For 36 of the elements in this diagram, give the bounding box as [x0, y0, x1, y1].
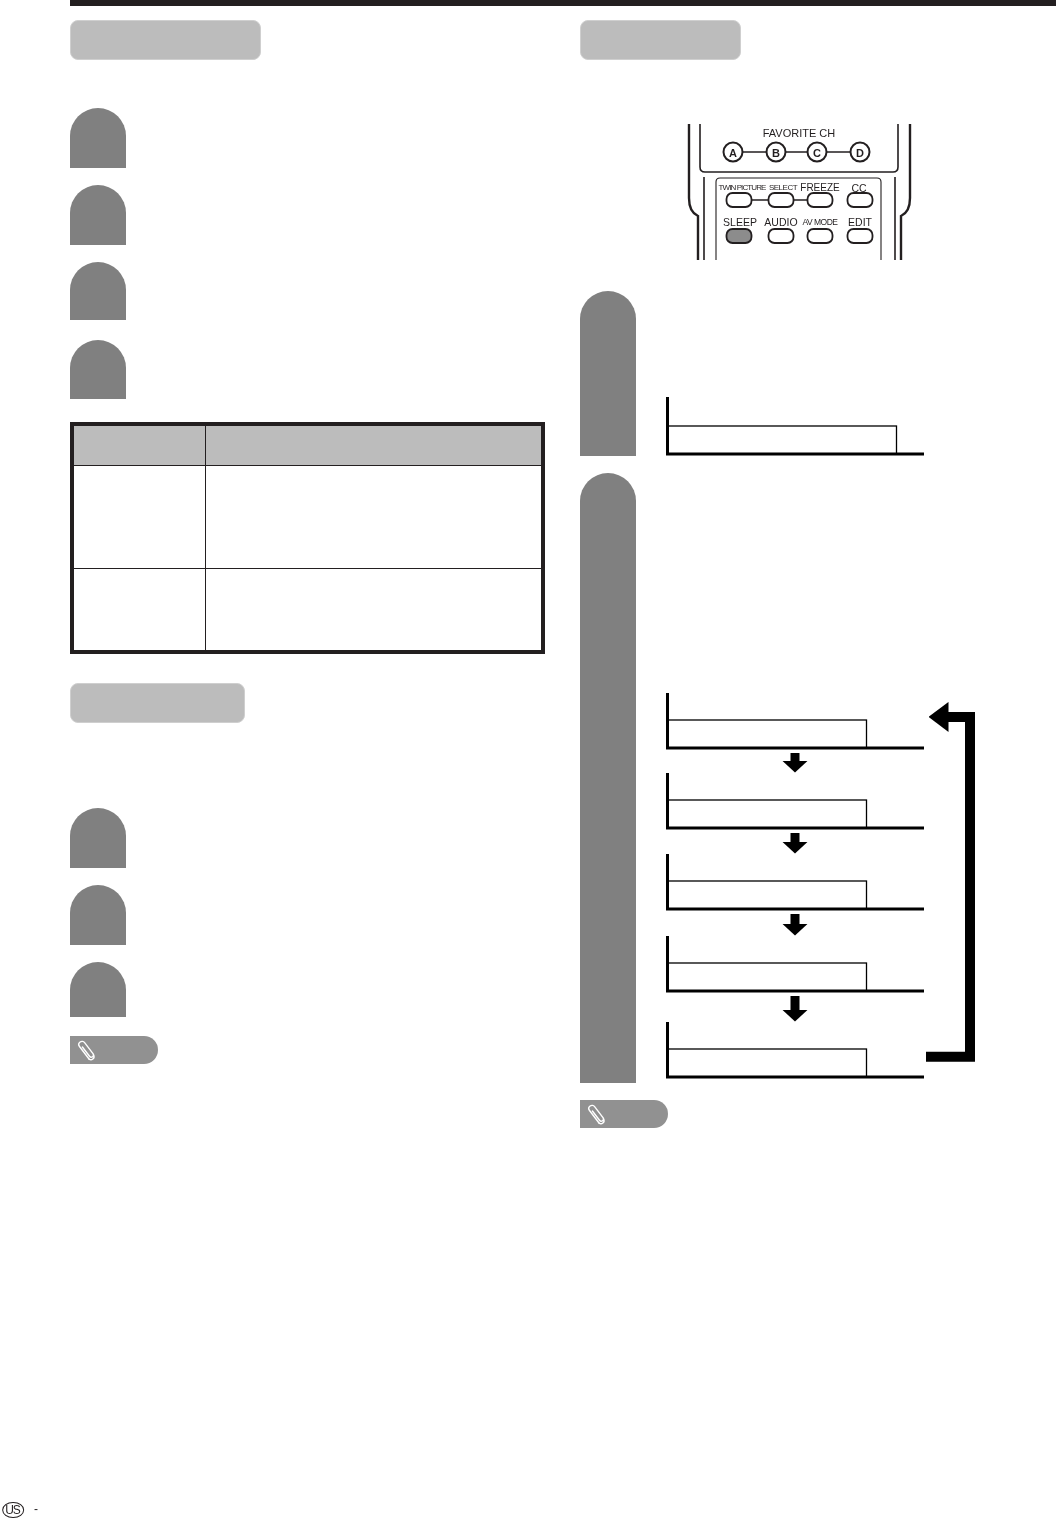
key-group-label: FAVORITE CH — [762, 127, 836, 139]
key-label: TWIN PICTURE — [718, 184, 766, 192]
key-label: SLEEP — [723, 216, 757, 228]
arrow — [782, 914, 808, 936]
key-letter: C — [813, 147, 821, 158]
heading-tab — [70, 20, 261, 60]
display-frame — [665, 773, 924, 830]
key-letter: D — [856, 147, 864, 158]
step-marker — [70, 885, 126, 945]
key-letter: A — [729, 147, 737, 158]
arrow — [782, 753, 808, 773]
heading-tab — [580, 20, 741, 60]
step-marker — [70, 808, 126, 868]
page-number-dash: - — [34, 1503, 38, 1515]
step-marker — [70, 262, 126, 320]
heading-tab — [70, 683, 245, 723]
display-frame — [665, 693, 924, 750]
step-marker — [70, 340, 126, 399]
step-marker — [580, 291, 636, 456]
key-label: AUDIO — [764, 216, 798, 228]
key-letter: B — [772, 147, 780, 158]
step-marker — [70, 962, 126, 1017]
arrow — [782, 996, 808, 1022]
step-marker — [70, 108, 126, 168]
key-label: CC — [851, 182, 867, 194]
display-frame — [665, 1022, 924, 1079]
step-marker — [580, 473, 636, 1083]
key-label: FREEZE — [800, 183, 840, 193]
display-frame — [665, 854, 924, 911]
arrow — [782, 833, 808, 854]
display-frame — [665, 936, 924, 993]
key-label: SELECT — [768, 184, 798, 192]
display-frame — [665, 397, 924, 456]
step-marker — [70, 185, 126, 245]
key-label: AV MODE — [802, 217, 838, 227]
key-label: EDIT — [848, 216, 872, 228]
